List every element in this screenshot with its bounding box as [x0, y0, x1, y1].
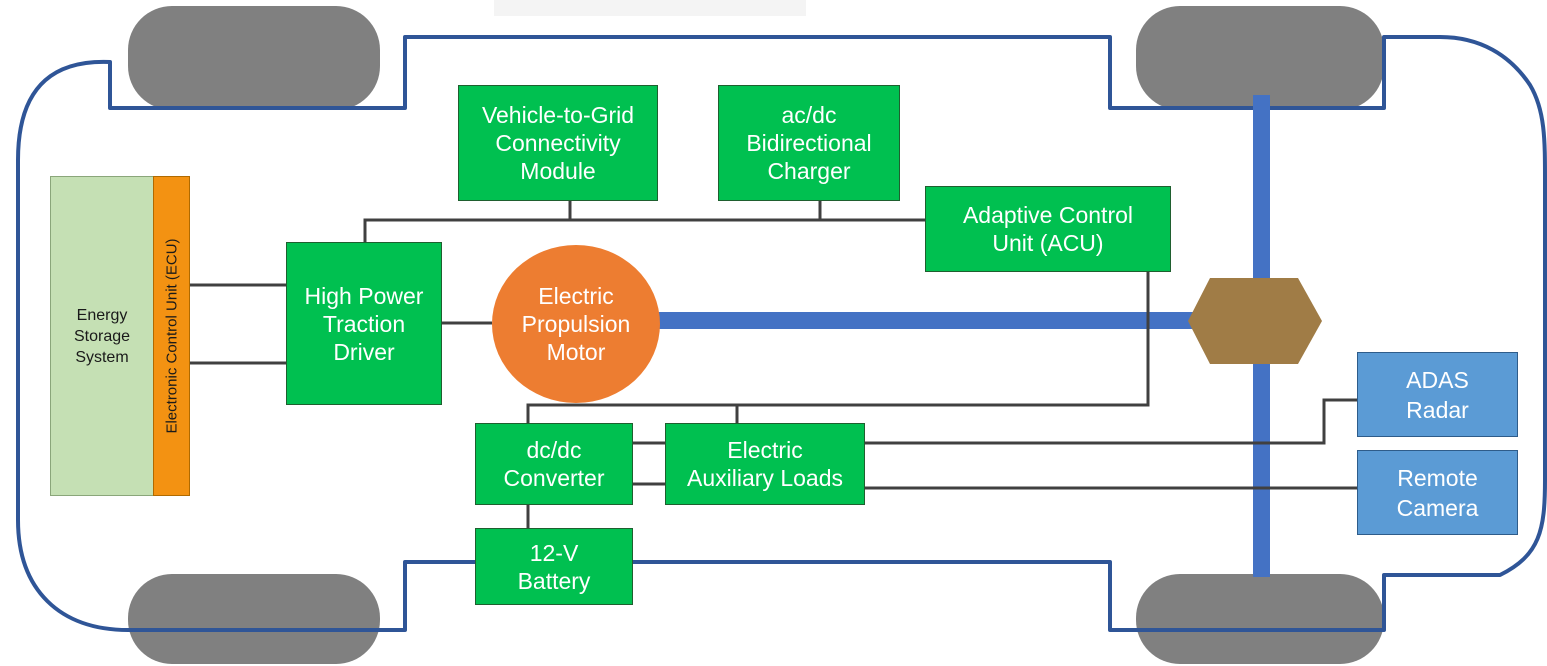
- propulsion-motor-label: Electric Propulsion Motor: [521, 283, 631, 365]
- wheel-front-left: [128, 6, 380, 110]
- remote-camera-label: Remote Camera: [1396, 464, 1479, 521]
- top-strip: [494, 0, 806, 16]
- remote-camera-block: Remote Camera: [1357, 450, 1518, 535]
- wiring: [190, 200, 1358, 528]
- battery-block: 12-V Battery: [475, 528, 633, 605]
- acu-label: Adaptive Control Unit (ACU): [962, 202, 1134, 256]
- dcdc-converter-block: dc/dc Converter: [475, 423, 633, 505]
- energy-storage-label: Energy Storage System: [73, 306, 131, 366]
- ecu-label: Electronic Control Unit (ECU): [163, 238, 180, 434]
- wire-acu-lv-bus: [526, 272, 1150, 425]
- dcdc-converter-label: dc/dc Converter: [503, 437, 605, 491]
- v2g-module-label: Vehicle-to-Grid Connectivity Module: [481, 102, 635, 184]
- wire-aux-radar: [864, 398, 1358, 445]
- wheel-rear-left: [128, 574, 380, 664]
- wire-control-bus: [363, 218, 926, 242]
- propulsion-shaft: [650, 312, 1200, 329]
- charger-label: ac/dc Bidirectional Charger: [746, 102, 872, 184]
- aux-loads-label: Electric Auxiliary Loads: [687, 437, 843, 491]
- wheel-rear-right: [1136, 574, 1384, 664]
- adas-radar-block: ADAS Radar: [1357, 352, 1518, 437]
- vehicle-body-outline: [16, 35, 1547, 632]
- traction-driver-block: High Power Traction Driver: [286, 242, 442, 405]
- energy-storage-system: Energy Storage System: [50, 176, 154, 496]
- wheel-front-right: [1136, 6, 1384, 110]
- propulsion-motor: Electric Propulsion Motor: [492, 245, 660, 403]
- adas-radar-label: ADAS Radar: [1406, 366, 1469, 423]
- battery-label: 12-V Battery: [517, 539, 591, 594]
- ecu-block: Electronic Control Unit (ECU): [153, 176, 190, 496]
- charger-block: ac/dc Bidirectional Charger: [718, 85, 900, 201]
- traction-driver-label: High Power Traction Driver: [304, 282, 424, 365]
- acu-block: Adaptive Control Unit (ACU): [925, 186, 1171, 272]
- v2g-module-block: Vehicle-to-Grid Connectivity Module: [458, 85, 658, 201]
- differential: [1188, 278, 1322, 364]
- aux-loads-block: Electric Auxiliary Loads: [665, 423, 865, 505]
